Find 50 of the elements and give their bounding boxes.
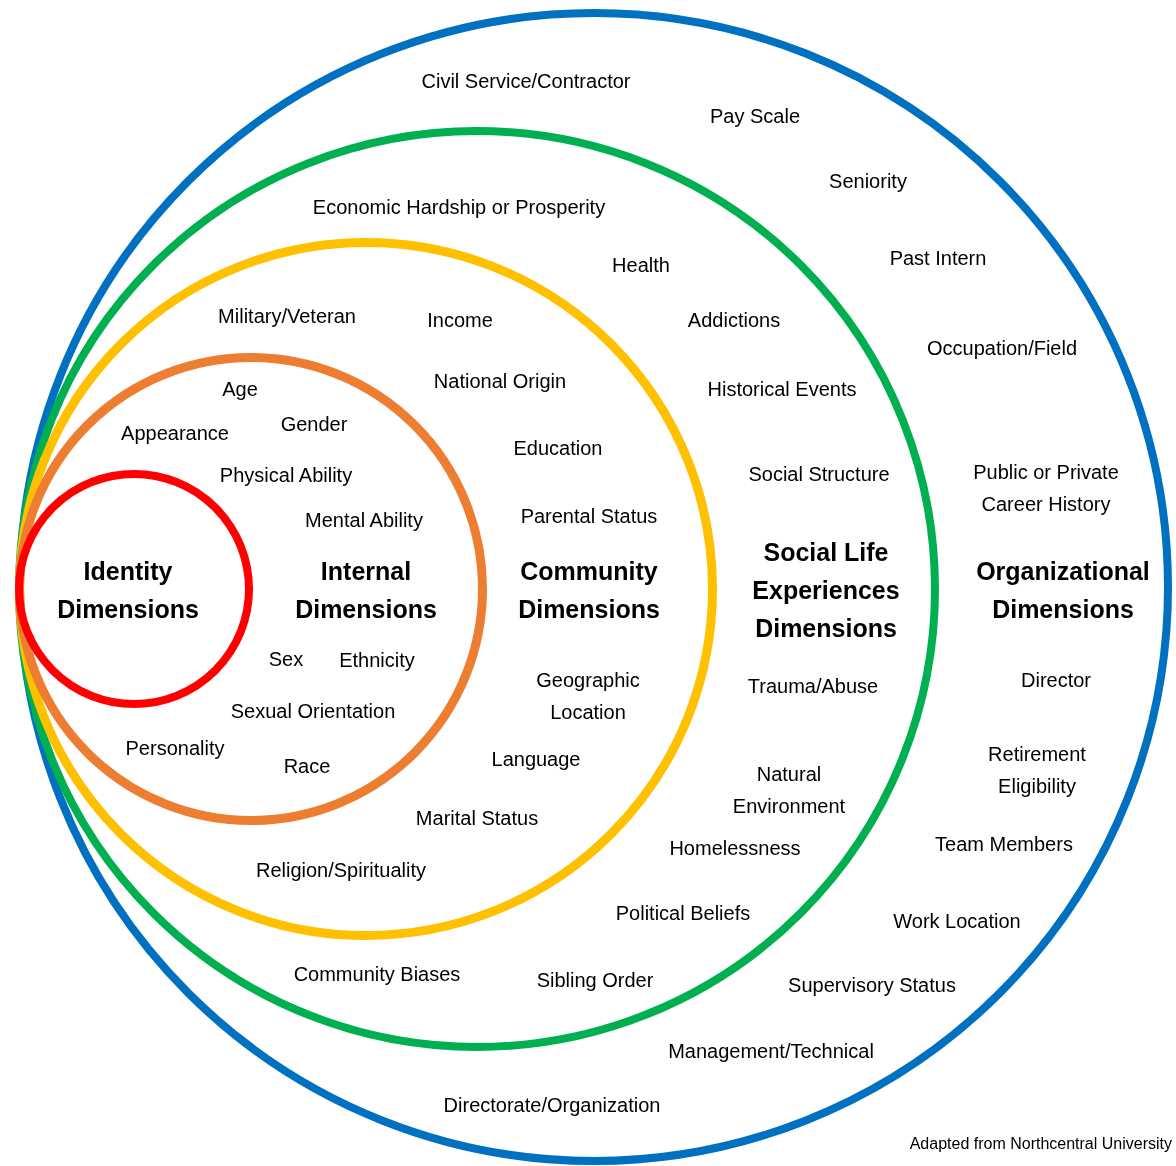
dimension-label: Trauma/Abuse [747,674,879,699]
dimension-label: Sexual Orientation [230,699,396,724]
dimension-label: Health [612,253,670,278]
dimension-label: Economic Hardship or Prosperity [312,195,606,220]
dimension-label: Parental Status [520,504,658,529]
dimension-label: Military/Veteran [218,304,356,329]
dimension-label: Natural Environment [731,762,847,819]
dimension-label: Past Intern [889,246,987,271]
dimension-label: Age [222,377,258,402]
dimension-label: Political Beliefs [615,901,751,926]
ring-title: Identity Dimensions [56,556,200,625]
dimension-label: Sex [268,647,304,672]
dimension-label: Language [491,747,581,772]
ring-title: Social Life Experiences Dimensions [751,537,901,644]
dimension-label: Director [1021,668,1091,693]
dimension-label: Sibling Order [536,968,654,993]
dimension-label: Directorate/Organization [443,1093,661,1118]
ring-title: Internal Dimensions [294,556,438,625]
dimension-label: Homelessness [669,836,801,861]
dimension-label: Addictions [687,308,781,333]
dimension-label: Public or Private Career History [972,460,1120,517]
dimension-label: Retirement Eligibility [987,742,1087,799]
dimension-label: Race [283,754,331,779]
source-note: Adapted from Northcentral University [909,1134,1172,1154]
dimension-label: Pay Scale [709,104,801,129]
ring-title: Organizational Dimensions [975,556,1151,625]
dimension-label: Historical Events [707,377,857,402]
dimension-label: Ethnicity [339,648,415,673]
ring-title: Community Dimensions [517,556,661,625]
dimension-label: Personality [125,736,225,761]
dimension-label: Gender [280,412,348,437]
dimension-label: Income [427,308,493,333]
dimension-label: Civil Service/Contractor [421,69,631,94]
dimension-label: Appearance [121,421,229,446]
dimension-label: Team Members [935,832,1073,857]
dimension-label: Physical Ability [219,463,353,488]
dimension-label: Management/Technical [668,1039,874,1064]
dimension-label: Supervisory Status [788,973,956,998]
dimension-label: Mental Ability [305,508,423,533]
dimension-label: Geographic Location [535,668,641,725]
dimension-label: Marital Status [415,806,539,831]
dimension-ring [16,9,1172,1165]
dimension-label: Seniority [829,169,907,194]
dimension-label: Community Biases [293,962,461,987]
dimension-label: Religion/Spirituality [255,858,427,883]
dimension-label: Occupation/Field [926,336,1078,361]
dimension-label: Social Structure [748,462,890,487]
dimension-label: National Origin [433,369,567,394]
dimension-label: Work Location [893,909,1021,934]
dimension-label: Education [513,436,603,461]
